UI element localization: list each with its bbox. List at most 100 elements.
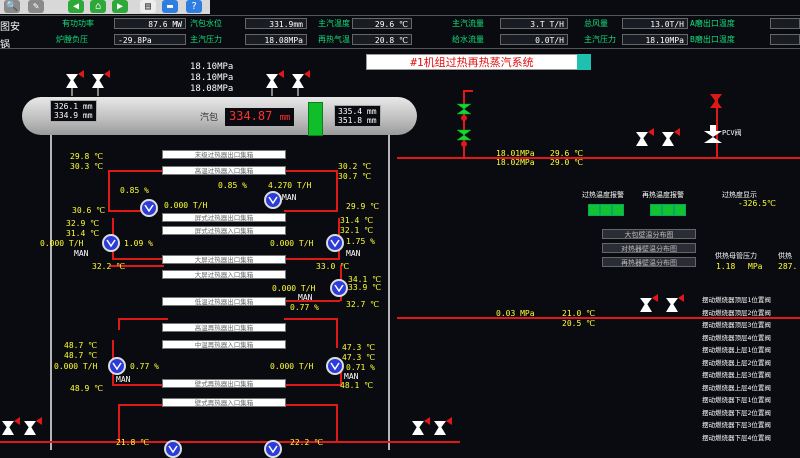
pipe <box>284 258 340 260</box>
pipe <box>118 404 168 406</box>
rh-main-temp-2: 20.5 ℃ <box>562 319 596 328</box>
print-icon[interactable]: ▤ <box>140 0 156 13</box>
back-icon[interactable]: ◀ <box>68 0 84 13</box>
sh-alarm-lamp-3 <box>612 204 624 216</box>
main-steam-pipe <box>397 157 800 159</box>
sh-flow-5: 0.000 T/H <box>272 284 316 293</box>
boiler-frame-left <box>50 135 52 450</box>
sh-op-5: 0.77 % <box>290 303 319 312</box>
label-active-power: 有功功率 <box>62 19 94 28</box>
sh-wall-temp-button[interactable]: 对热器壁温分布图 <box>602 243 696 253</box>
safety-valves-bottom-right <box>412 417 452 435</box>
page-title: #1机组过热再热蒸汽系统 <box>366 54 591 70</box>
sh-man-4: MAN <box>298 293 313 302</box>
superheat-display-label: 过热度显示 <box>722 191 757 199</box>
rh-valve-bottom-2[interactable] <box>264 440 282 458</box>
rh-alarm-label: 再热温度报警 <box>642 191 684 199</box>
sh-flow-3: 0.000 T/H <box>40 239 84 248</box>
drum-label: 汽包 <box>200 113 219 123</box>
safety-valves-reheat <box>640 294 684 312</box>
rh-temp-5: 48.9 ℃ <box>70 384 104 393</box>
value-reheat-temp: 20.8 ℃ <box>352 34 412 45</box>
label-b-mill-temp: B磨出口温度 <box>690 35 735 44</box>
header-4: 屏式过热器入口集箱 <box>162 226 286 235</box>
safety-valves-bottom-left <box>2 417 42 435</box>
rh-alarm-lamp-1 <box>650 204 662 216</box>
value-furnace-pressure: -29.8Pa <box>114 34 186 45</box>
burner-item: 摆动燃烧器下层3位置阀 <box>702 421 771 429</box>
rh-temp-1: 48.7 ℃ <box>64 341 98 350</box>
rh-flow-1: 0.000 T/H <box>54 362 98 371</box>
sh-man-3: MAN <box>346 249 361 258</box>
sh-op-2: 0.85 % <box>218 181 247 190</box>
sh-alarm-label: 过热温度报警 <box>582 191 624 199</box>
pipe <box>108 170 168 172</box>
header-pressure-value: 1.18 <box>716 262 736 271</box>
title-tail <box>577 54 591 70</box>
drum-level-value: 334.87 <box>229 109 273 123</box>
steam-drum: 326.1 mm 334.9 mm 汽包 334.87 mm 335.4 mm … <box>22 97 417 136</box>
burner-item: 摆动燃烧器顶层3位置阀 <box>702 321 771 329</box>
value-main-steam-flow: 3.T T/H <box>500 18 568 29</box>
burner-item: 摆动燃烧器顶层2位置阀 <box>702 308 771 317</box>
rh-temp-7: 21.8 ℃ <box>116 438 150 447</box>
sh-temp-4: 30.7 ℃ <box>338 172 372 181</box>
pipe <box>284 384 340 386</box>
pipe <box>336 318 338 348</box>
sh-attemperator-valve-2[interactable] <box>140 199 158 217</box>
header-pressure-label-2: 供热 <box>778 252 792 260</box>
page-title-text: #1机组过热再热蒸汽系统 <box>410 56 534 69</box>
boiler-frame-right <box>388 135 390 450</box>
safety-valves-left <box>66 70 110 96</box>
value-main-steam-pressure-2: 18.10MPa <box>622 34 688 45</box>
burner-item: 摆动燃烧器顶层4位置阀 <box>702 333 771 342</box>
label-main-steam-pressure-2: 主汽压力 <box>584 35 616 44</box>
sh-attemperator-valve-5[interactable] <box>330 279 348 297</box>
pipe <box>110 265 164 267</box>
label-main-steam-temp: 主汽温度 <box>318 19 350 28</box>
value-b-mill-temp <box>770 34 800 45</box>
rh-valve-bottom-1[interactable] <box>164 440 182 458</box>
sh-attemperator-valve-4[interactable] <box>326 234 344 252</box>
burner-item: 摆动燃烧器上层4位置阀 <box>702 383 771 392</box>
drum-level-right: 335.4 mm 351.8 mm <box>334 105 381 127</box>
rh-alarm-lamp-3 <box>674 204 686 216</box>
rh-attemperator-valve-1[interactable] <box>108 357 126 375</box>
pipe <box>336 404 338 442</box>
sh-temp-2: 30.3 ℃ <box>70 162 104 171</box>
folder-icon[interactable]: ▬ <box>162 0 178 13</box>
header-1: 末级过热器出口集箱 <box>162 150 286 159</box>
label-drum-level: 汽包水位 <box>190 19 222 28</box>
sh-attemperator-valve-1[interactable] <box>264 191 282 209</box>
rh-man-1: MAN <box>116 375 131 384</box>
main-steam-valves[interactable] <box>453 100 475 150</box>
forward-icon[interactable]: ▶ <box>112 0 128 13</box>
label-reheat-temp: 再热气温 <box>318 35 350 44</box>
pipe <box>340 372 342 386</box>
sh-op-4: 1.75 % <box>346 237 375 246</box>
top-divider-bottom <box>0 48 800 49</box>
home-icon[interactable]: ⌂ <box>90 0 106 13</box>
sh-temp-7: 32.9 ℃ <box>66 219 100 228</box>
pipe <box>284 318 336 320</box>
sh-attemperator-valve-3[interactable] <box>102 234 120 252</box>
value-a-mill-temp <box>770 18 800 29</box>
pressure-1: 18.10MPa <box>190 62 234 72</box>
rh-wall-temp-button[interactable]: 再热器壁温分布图 <box>602 257 696 267</box>
tools-icon[interactable]: ✎ <box>28 0 44 13</box>
rh-attemperator-valve-2[interactable] <box>326 357 344 375</box>
sh-temp-1: 29.8 ℃ <box>70 152 104 161</box>
burner-item: 摆动燃烧器上层3位置阀 <box>702 371 771 379</box>
drum-level-unit: mm <box>279 113 291 123</box>
drum-level-right-1: 335.4 mm <box>338 107 377 116</box>
label-main-steam-flow: 主汽流量 <box>452 19 484 28</box>
pcv-valve-label: PCV阀 <box>722 129 742 137</box>
label-a-mill-temp: A磨出口温度 <box>690 19 735 28</box>
sh-temp-10: 32.1 ℃ <box>340 226 374 235</box>
help-icon[interactable]: ? <box>186 0 202 13</box>
drum-level-left-2: 334.9 mm <box>54 111 93 120</box>
value-main-steam-pressure: 18.08MPa <box>245 34 307 45</box>
search-icon[interactable]: 🔍 <box>4 0 20 13</box>
pcv-valve-icon[interactable] <box>700 125 730 147</box>
drum-wall-temp-button[interactable]: 大包壁温分布图 <box>602 229 696 239</box>
